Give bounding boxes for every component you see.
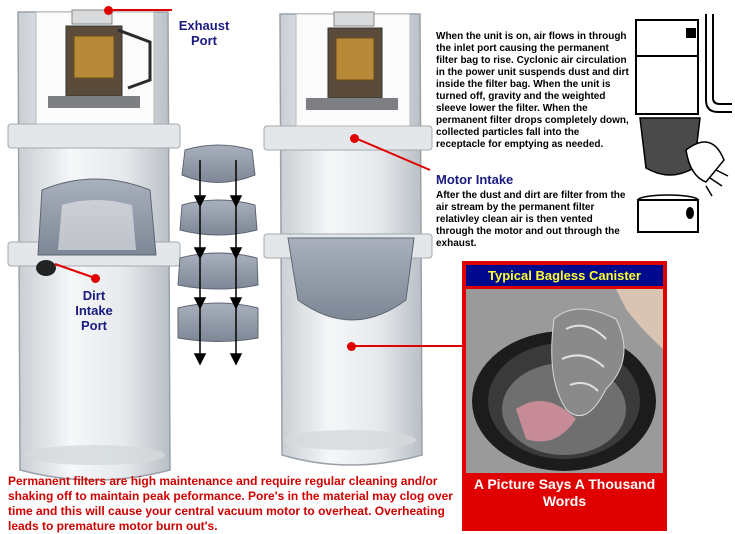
- bagless-canister-panel: Typical Bagless Canister A Picture Says …: [462, 261, 667, 531]
- dirt-intake-dot: [91, 274, 100, 283]
- motor-intake-dot: [350, 134, 359, 143]
- canister-photo: [466, 289, 663, 473]
- left-vacuum-unit: [7, 9, 181, 481]
- panel-caption: A Picture Says A Thousand Words: [473, 476, 656, 509]
- callout-lines: [54, 9, 462, 347]
- filter-operation-paragraph: When the unit is on, air flows in throug…: [436, 31, 629, 150]
- canister-photo-illustration: [466, 289, 663, 473]
- bag-dot: [347, 342, 356, 351]
- right-vacuum-unit: [263, 11, 433, 466]
- exhaust-port-label: Exhaust Port: [178, 18, 230, 48]
- motor-intake-paragraph: After the dust and dirt are filter from …: [436, 190, 626, 249]
- motor-intake-label: Motor Intake: [436, 172, 514, 187]
- exhaust-port-dot: [104, 6, 113, 15]
- panel-title: Typical Bagless Canister: [466, 265, 663, 286]
- maintenance-warning: Permanent filters are high maintenance a…: [8, 474, 453, 533]
- filter-drop-sequence: [177, 144, 259, 366]
- emptying-illustration: [635, 14, 732, 233]
- dirt-intake-port-label: Dirt Intake Port: [75, 288, 113, 333]
